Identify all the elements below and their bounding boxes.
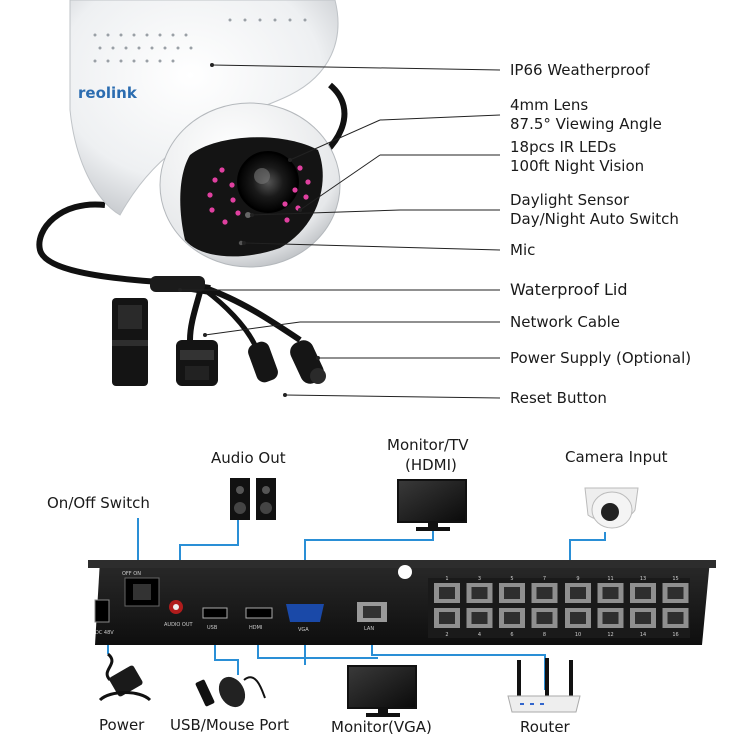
callout-weatherproof: IP66 Weatherproof [510,61,650,79]
camera-illustration: reolink [36,0,348,386]
port-label-vga: VGA [298,627,309,633]
poe-port-number: 15 [672,576,678,582]
poe-port-number: 9 [576,576,579,582]
brand-logo: reolink [78,84,138,102]
label-router: Router [520,718,570,736]
poe-port-number: 8 [543,632,546,638]
camera-lens [237,151,299,213]
poe-port-number: 10 [575,632,581,638]
callout-waterproof-lid: Waterproof Lid [510,280,628,299]
poe-port-socket [471,612,488,624]
poe-port-socket [635,612,651,624]
vga-port [286,604,324,622]
label-on-off-switch: On/Off Switch [47,494,150,512]
label-camera-input: Camera Input [565,448,668,466]
port-label-audio: AUDIO OUT [164,622,194,628]
poe-port-number: 11 [607,576,613,582]
poe-port-number: 6 [510,632,513,638]
poe-port-socket [439,612,455,624]
daylight-sensor [245,212,251,218]
callout-daylight-sensor: Daylight Sensor [510,191,630,209]
dome-vents [93,18,307,63]
poe-port-number: 12 [607,632,613,638]
poe-port-number: 14 [640,632,646,638]
poe-port-number: 7 [543,576,546,582]
cable-splitter [150,276,205,292]
mic-hole [238,240,244,246]
port-label-hdmi: HDMI [249,625,262,631]
callout-viewing-angle: 87.5° Viewing Angle [510,115,662,133]
label-usb-mouse: USB/Mouse Port [170,716,290,734]
poe-port-number: 3 [478,576,481,582]
poe-port-socket [504,587,520,599]
poe-port-number: 5 [510,576,513,582]
port-label-usb: USB [207,625,218,631]
vga-monitor-icon [347,665,417,717]
poe-port-socket [635,587,651,599]
port-label-dc: DC 48V [95,630,114,636]
callout-power-supply: Power Supply (Optional) [510,349,692,367]
dc-power-port [94,599,110,623]
poe-port-number: 1 [445,576,448,582]
label-monitor-tv: Monitor/TV [387,436,469,454]
waterproof-lid [112,298,148,386]
callout-reset-button: Reset Button [510,389,607,407]
poe-port-socket [570,587,586,599]
callout-mic: Mic [510,241,536,259]
poe-port-number: 16 [672,632,678,638]
callout-lines [180,64,501,399]
usb-mouse-icon [195,676,266,708]
label-power: Power [99,716,145,734]
power-adapter-icon [98,652,152,702]
camera-input-icon [584,487,639,529]
poe-port-number: 13 [640,576,646,582]
poe-port-number: 2 [445,632,448,638]
poe-port-number: 4 [478,632,481,638]
hdmi-port [245,607,273,619]
poe-port-socket [439,587,455,599]
hdmi-monitor-icon [397,479,467,531]
ir-leds [207,165,311,225]
poe-port-socket [536,612,553,624]
callout-ir-leds: 18pcs IR LEDs [510,138,617,156]
poe-port-socket [504,612,520,624]
callout-lens: 4mm Lens [510,96,589,114]
router-icon [507,658,581,713]
callout-network-cable: Network Cable [510,313,620,331]
poe-port-socket [536,587,553,599]
usb-port [202,607,228,619]
speakers-icon [230,478,276,520]
poe-port-socket [602,612,619,624]
port-label-lan: LAN [364,626,374,632]
power-connector [248,340,326,384]
label-audio-out: Audio Out [211,449,286,467]
poe-port-socket [667,612,684,624]
callout-night-vision: 100ft Night Vision [510,157,645,175]
label-monitor-vga: Monitor(VGA) [331,718,432,736]
poe-port-socket [602,587,619,599]
network-connector [176,340,218,386]
poe-port-socket [471,587,488,599]
poe-port-socket [667,587,684,599]
label-hdmi: (HDMI) [405,456,457,474]
poe-port-socket [570,612,586,624]
callout-dots [178,63,320,397]
port-label-switch: OFF ON [122,571,141,577]
callout-auto-switch: Day/Night Auto Switch [510,210,679,228]
